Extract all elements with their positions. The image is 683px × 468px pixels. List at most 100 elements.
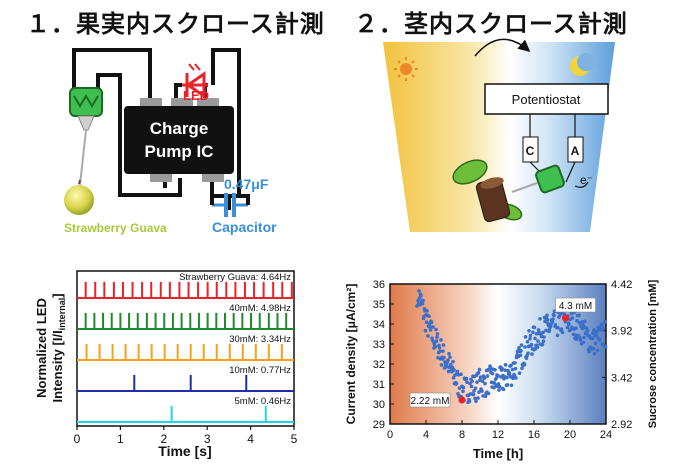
- scatter-point: [597, 338, 602, 342]
- scatter-point: [429, 320, 434, 325]
- scatter-point: [505, 383, 510, 387]
- scatter-point: [471, 392, 476, 397]
- scatter-point: [535, 345, 540, 349]
- pulse-ylabel-line2: Intensity [I/Iinternal]: [50, 293, 67, 402]
- heading-fruit: １．果実内スクロース計測: [26, 10, 325, 38]
- scatter-point: [570, 316, 575, 320]
- scatter-point: [592, 351, 597, 356]
- scatter-point: [493, 368, 497, 372]
- scatter-point: [421, 298, 425, 303]
- scatter-point: [534, 331, 539, 336]
- scatter-point: [594, 333, 599, 338]
- scatter-x-tick-label: 0: [387, 429, 393, 441]
- scatter-point: [454, 381, 459, 386]
- plant-stem-icon: [452, 159, 523, 223]
- scatter-point: [544, 328, 548, 333]
- scatter-point: [455, 369, 460, 374]
- scatter-point: [541, 330, 545, 335]
- pulse-x-tick-label: 0: [74, 432, 81, 446]
- scatter-point: [464, 376, 469, 381]
- scatter-point: [420, 301, 425, 306]
- pulse-x-tick-label: 5: [291, 432, 298, 446]
- pulse-series-label: 10mM: 0.77Hz: [229, 365, 291, 376]
- scatter-point: [511, 376, 515, 381]
- scatter-point: [427, 314, 431, 318]
- scatter-point: [507, 371, 512, 376]
- pulse-series-label: Strawberry Guava: 4.64Hz: [179, 272, 291, 283]
- scatter-point: [600, 323, 604, 328]
- scatter-point: [439, 338, 443, 342]
- scatter-point: [591, 347, 596, 351]
- scatter-point: [552, 313, 556, 318]
- scatter-highlight-label: 2.22 mM: [411, 396, 450, 407]
- sensor-probe-icon: [69, 87, 103, 186]
- scatter-point: [441, 343, 446, 347]
- scatter-point: [510, 367, 515, 372]
- scatter-highlight-label-box: [409, 392, 451, 408]
- scatter-point: [513, 366, 518, 371]
- scatter-point: [525, 339, 530, 344]
- pulse-series-label: 30mM: 3.34Hz: [229, 334, 291, 345]
- scatter-point: [551, 317, 555, 321]
- scatter-point: [416, 298, 420, 303]
- electrode-c: C: [522, 136, 539, 163]
- scatter-point: [526, 351, 530, 355]
- scatter-point: [497, 388, 501, 392]
- led-label: LED: [183, 88, 209, 103]
- scatter-point: [553, 323, 558, 327]
- scatter-point: [547, 327, 552, 332]
- scatter-x-tick-label: 16: [528, 429, 540, 441]
- scatter-point: [517, 371, 522, 375]
- scatter-ylabel: Current density [μA/cm²]: [344, 284, 358, 425]
- sun-icon: [394, 57, 418, 81]
- scatter-point: [501, 387, 506, 392]
- scatter-point: [473, 386, 478, 391]
- scatter-point: [550, 320, 555, 324]
- scatter-point: [536, 339, 540, 343]
- scatter-y2-tick-label: 3.42: [611, 372, 632, 384]
- scatter-point: [468, 381, 472, 386]
- scatter-point: [451, 375, 456, 380]
- scatter-point: [545, 313, 549, 318]
- scatter-point: [533, 336, 537, 341]
- scatter-point: [438, 349, 442, 354]
- scatter-point: [497, 384, 502, 389]
- potentiostat-label: Potentiostat: [512, 92, 581, 107]
- day-night-cycle-arrow: [474, 38, 531, 57]
- scatter-point: [509, 383, 514, 388]
- scatter-point: [476, 370, 481, 375]
- scatter-point: [485, 374, 490, 378]
- capacitor-label: Capacitor: [212, 219, 277, 235]
- scatter-point: [528, 336, 532, 341]
- scatter-point: [574, 337, 579, 341]
- scatter-point: [417, 289, 421, 293]
- scatter-point: [565, 325, 570, 330]
- scatter-point: [523, 345, 527, 349]
- pulse-ylabel-end: ]: [50, 293, 65, 297]
- capacitor-value: 0.47μF: [224, 176, 269, 192]
- scatter-point: [426, 334, 430, 338]
- scatter-point: [581, 340, 586, 345]
- pulse-x-tick-label: 1: [117, 432, 124, 446]
- scatter-point: [434, 339, 439, 343]
- stem-diagram: Potentiostat C A e⁻: [383, 38, 615, 232]
- scatter-point: [435, 332, 440, 336]
- scatter-point: [531, 330, 535, 335]
- scatter-point: [437, 345, 442, 350]
- fruit-label: Strawberry Guava: [64, 221, 167, 235]
- pulse-x-tick-label: 4: [247, 432, 254, 446]
- scatter-point: [428, 328, 433, 332]
- scatter-point: [575, 319, 579, 323]
- scatter-y-tick-label: 29: [373, 419, 385, 431]
- scatter-y2-tick-label: 4.42: [611, 279, 632, 291]
- scatter-point: [451, 359, 455, 364]
- scatter-point: [448, 355, 452, 359]
- scatter-point: [456, 391, 460, 396]
- ic-label-line1: Charge: [150, 119, 209, 138]
- scatter-point: [475, 380, 479, 384]
- scatter-point: [574, 326, 578, 331]
